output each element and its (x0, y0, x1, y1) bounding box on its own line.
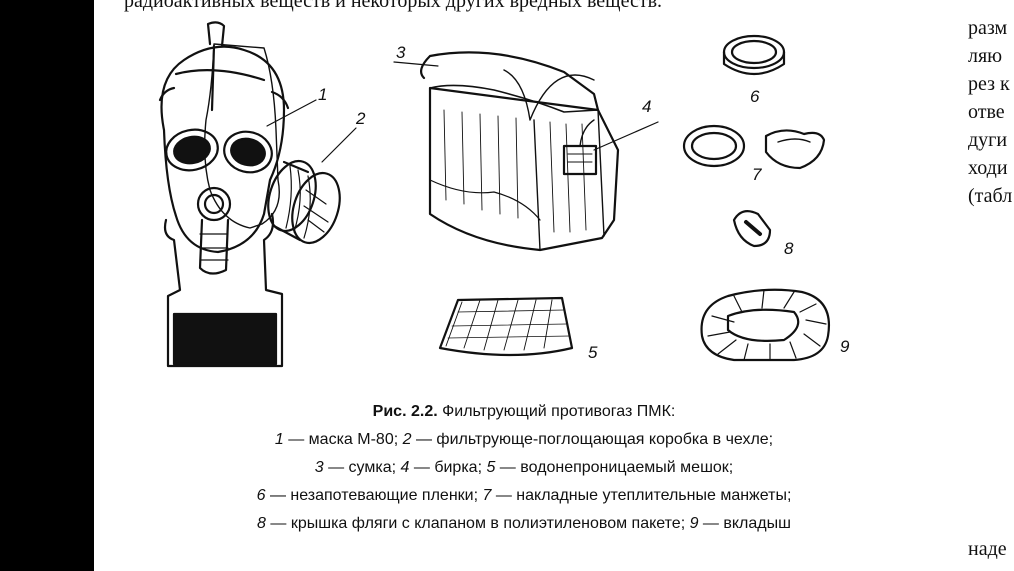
caption-title: Рис. 2.2. Фильтрующий противогаз ПМК: (372, 403, 676, 420)
book-page: радиоактивных веществ и некоторых других… (94, 0, 1014, 571)
anti-fog-films-illustration (722, 34, 786, 75)
right-line: отве (968, 101, 1005, 123)
caption-line: 6 — незапотевающие пленки; 7 — накладные… (256, 487, 792, 504)
right-line: (табл (968, 185, 1013, 207)
gas-mask-figure: 1 2 3 4 5 6 7 8 9 (158, 21, 850, 368)
right-line: ляю (968, 45, 1003, 67)
top-text-line: радиоактивных веществ и некоторых других… (124, 0, 663, 12)
label-2: 2 (355, 109, 366, 128)
label-6: 6 (750, 87, 760, 106)
label-4: 4 (642, 97, 651, 116)
insulating-cuffs-illustration (682, 124, 826, 170)
waterproof-bag-illustration (438, 296, 574, 357)
right-text-column: разм ляю рез к отве дуги ходи (табл (968, 14, 1012, 210)
caption-line: 1 — маска М-80; 2 — фильтрующе-поглощающ… (274, 431, 774, 448)
label-3: 3 (396, 43, 406, 62)
bottom-right-text: наде (968, 538, 1007, 560)
mask-illustration (158, 21, 341, 368)
figure-caption: Рис. 2.2. Фильтрующий противогаз ПМК: 1 … (154, 398, 894, 538)
label-8: 8 (784, 239, 794, 258)
caption-line: 3 — сумка; 4 — бирка; 5 — водонепроницае… (314, 459, 734, 476)
label-5: 5 (588, 343, 598, 362)
caption-line: 8 — крышка фляги с клапаном в полиэтилен… (257, 515, 791, 532)
tag-illustration (562, 144, 598, 176)
figure-labels: 1 2 3 4 5 6 7 8 9 (318, 43, 850, 362)
bag-illustration (420, 51, 620, 252)
label-9: 9 (840, 337, 850, 356)
right-line: дуги (968, 129, 1008, 151)
right-line: разм (968, 17, 1008, 39)
label-7: 7 (752, 165, 762, 184)
filter-box-illustration (267, 159, 341, 245)
right-line: рез к (968, 73, 1010, 95)
right-line: ходи (968, 157, 1008, 179)
flask-cap-illustration (732, 209, 772, 248)
insert-illustration (700, 288, 831, 362)
label-1: 1 (318, 85, 327, 104)
